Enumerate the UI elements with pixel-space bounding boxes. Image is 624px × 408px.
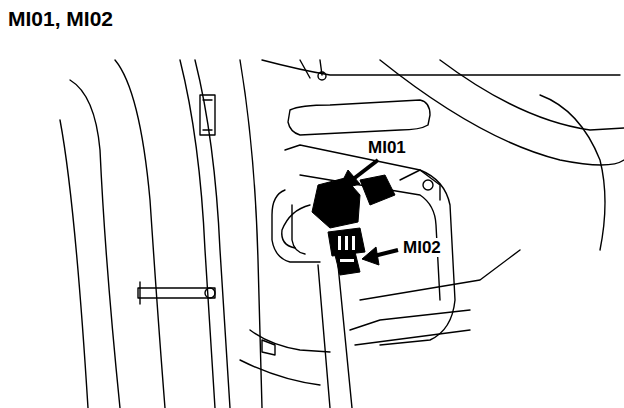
diagram-title: MI01, MI02 xyxy=(8,8,113,29)
connector-label: MI02 xyxy=(401,238,443,257)
connector-label: MI01 xyxy=(366,138,408,157)
leader-arrow xyxy=(352,160,378,180)
connector-mi02 xyxy=(335,252,360,275)
